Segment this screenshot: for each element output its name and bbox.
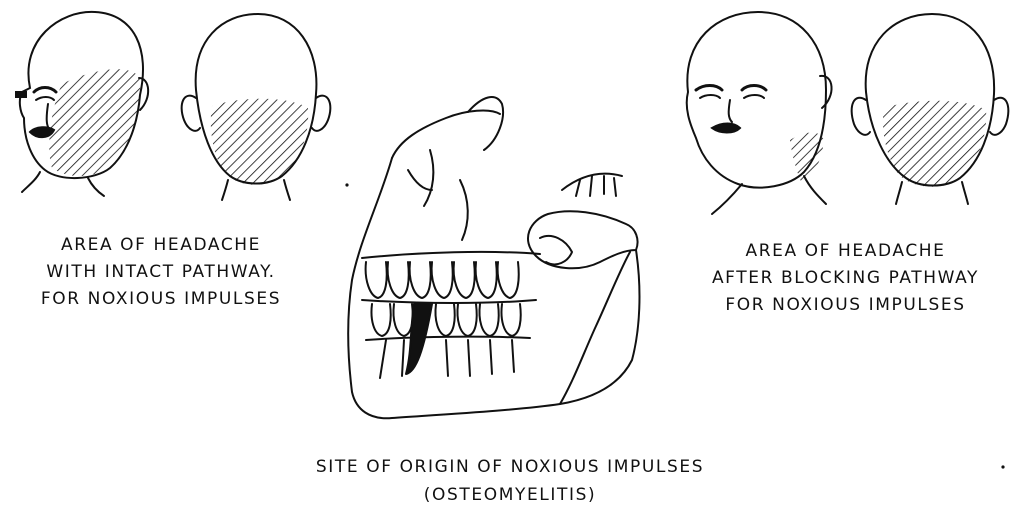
- caption-line: AFTER BLOCKING PATHWAY: [670, 265, 1021, 292]
- head-back-blocked: [852, 14, 1009, 204]
- caption-line: WITH INTACT PATHWAY.: [0, 259, 322, 286]
- infected-tooth-site: [406, 304, 432, 374]
- caption-intact-pathway: AREA OF HEADACHE WITH INTACT PATHWAY. FO…: [0, 232, 322, 313]
- caption-blocked-pathway: AREA OF HEADACHE AFTER BLOCKING PATHWAY …: [670, 238, 1021, 319]
- hatched-headache-area-neck: [790, 133, 824, 185]
- caption-line: FOR NOXIOUS IMPULSES: [670, 292, 1021, 319]
- caption-line: AREA OF HEADACHE: [670, 238, 1021, 265]
- hatched-headache-area-back-blocked: [883, 101, 986, 187]
- head-front-intact: [16, 12, 148, 196]
- lower-teeth: [371, 304, 520, 378]
- hatched-headache-area-front: [49, 69, 140, 176]
- skull-jaw-illustration: [348, 97, 639, 418]
- caption-site-of-origin: SITE OF ORIGIN OF NOXIOUS IMPULSES (OSTE…: [250, 453, 770, 509]
- head-front-blocked: [687, 12, 832, 214]
- caption-line: (OSTEOMYELITIS): [250, 481, 770, 509]
- head-back-intact: [182, 14, 331, 200]
- speck: [345, 183, 348, 186]
- upper-teeth: [366, 262, 519, 298]
- caption-line: FOR NOXIOUS IMPULSES: [0, 286, 322, 313]
- caption-line: SITE OF ORIGIN OF NOXIOUS IMPULSES: [250, 453, 770, 481]
- caption-line: AREA OF HEADACHE: [0, 232, 322, 259]
- speck: [1001, 465, 1004, 468]
- hatched-headache-area-back: [211, 99, 308, 185]
